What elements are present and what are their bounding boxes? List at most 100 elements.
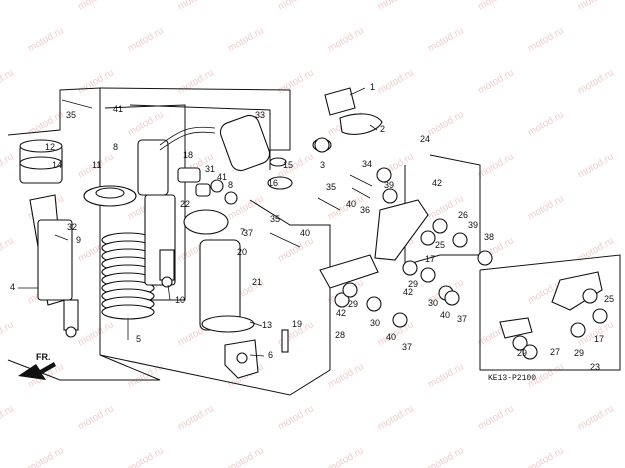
bushing bbox=[366, 296, 382, 312]
reservoir bbox=[219, 114, 293, 190]
callout-6: 6 bbox=[268, 350, 273, 360]
callout-32: 32 bbox=[67, 222, 77, 232]
callout-30: 30 bbox=[370, 318, 380, 328]
callout-28: 28 bbox=[335, 330, 345, 340]
bushing bbox=[392, 312, 408, 328]
bushing bbox=[342, 282, 358, 298]
watermark-text: motod.ru bbox=[26, 445, 66, 468]
callout-37: 37 bbox=[243, 228, 253, 238]
leader-line bbox=[249, 354, 265, 357]
bushing bbox=[432, 218, 448, 234]
callout-14: 14 bbox=[52, 160, 62, 170]
shock-spring bbox=[101, 232, 155, 320]
watermark-text: motod.ru bbox=[276, 403, 316, 432]
watermark-text: motod.ru bbox=[526, 109, 566, 138]
watermark-text: motod.ru bbox=[76, 403, 116, 432]
leader-line bbox=[54, 234, 69, 241]
watermark-text: motod.ru bbox=[376, 67, 416, 96]
callout-29: 29 bbox=[517, 348, 527, 358]
leader-line bbox=[369, 124, 378, 131]
callout-11: 11 bbox=[92, 160, 101, 170]
callout-5: 5 bbox=[136, 334, 141, 344]
bolts bbox=[61, 99, 373, 248]
watermark-text: motod.ru bbox=[326, 445, 366, 468]
spring-coil bbox=[101, 304, 155, 320]
watermark-text: motod.ru bbox=[476, 403, 516, 432]
assembly-frames bbox=[7, 87, 621, 396]
watermark-text: motod.ru bbox=[26, 25, 66, 54]
watermark-text: motod.ru bbox=[426, 25, 466, 54]
watermark-text: motod.ru bbox=[226, 445, 266, 468]
callout-15: 15 bbox=[283, 160, 293, 170]
watermark-text: motod.ru bbox=[576, 151, 616, 180]
callout-39: 39 bbox=[384, 180, 394, 190]
linkage-assembly bbox=[319, 199, 603, 339]
watermark-text: motod.ru bbox=[76, 0, 116, 13]
callout-37: 37 bbox=[457, 314, 467, 324]
callout-17: 17 bbox=[594, 334, 604, 344]
watermark-text: motod.ru bbox=[426, 445, 466, 468]
callout-42: 42 bbox=[336, 308, 346, 318]
bushing bbox=[512, 335, 528, 351]
callout-35: 35 bbox=[66, 110, 76, 120]
watermark-text: motod.ru bbox=[526, 193, 566, 222]
watermark-text: motod.ru bbox=[576, 235, 616, 264]
spring-seat bbox=[83, 185, 137, 207]
bushing bbox=[452, 232, 468, 248]
callout-10: 10 bbox=[175, 295, 185, 305]
callout-12: 12 bbox=[45, 142, 55, 152]
callout-23: 23 bbox=[590, 362, 600, 372]
callout-42: 42 bbox=[403, 287, 413, 297]
callout-17: 17 bbox=[425, 254, 435, 264]
watermark-text: motod.ru bbox=[76, 67, 116, 96]
callout-8: 8 bbox=[228, 180, 233, 190]
bushing bbox=[444, 290, 460, 306]
watermark-text: motod.ru bbox=[0, 151, 16, 180]
bushing bbox=[522, 344, 538, 360]
watermark-text: motod.ru bbox=[226, 25, 266, 54]
callout-18: 18 bbox=[183, 150, 193, 160]
callout-29: 29 bbox=[408, 279, 418, 289]
callout-22: 22 bbox=[180, 199, 190, 209]
watermark-text: motod.ru bbox=[126, 445, 166, 468]
diagram-code: KE13-P2100 bbox=[488, 374, 536, 383]
watermark-text: motod.ru bbox=[576, 0, 616, 13]
callout-9: 9 bbox=[76, 235, 81, 245]
callout-26: 26 bbox=[458, 210, 468, 220]
bushing bbox=[334, 292, 350, 308]
leader-line bbox=[349, 87, 366, 96]
watermark-text: motod.ru bbox=[0, 319, 16, 348]
watermark-text: motod.ru bbox=[526, 445, 566, 468]
callout-29: 29 bbox=[574, 348, 584, 358]
watermark-text: motod.ru bbox=[126, 361, 166, 390]
callout-40: 40 bbox=[300, 228, 310, 238]
watermark-text: motod.ru bbox=[476, 0, 516, 13]
callout-20: 20 bbox=[237, 247, 247, 257]
bushing bbox=[582, 288, 598, 304]
watermark-text: motod.ru bbox=[576, 67, 616, 96]
watermark-text: motod.ru bbox=[376, 0, 416, 13]
callout-3: 3 bbox=[320, 160, 325, 170]
callout-2: 2 bbox=[380, 124, 385, 134]
bushing bbox=[402, 260, 418, 276]
watermark-text: motod.ru bbox=[576, 403, 616, 432]
callout-16: 16 bbox=[268, 178, 278, 188]
callout-1: 1 bbox=[370, 82, 375, 92]
callout-30: 30 bbox=[428, 298, 438, 308]
bushing bbox=[376, 167, 392, 183]
bushing bbox=[592, 308, 608, 324]
watermark-text: motod.ru bbox=[176, 67, 216, 96]
direction-label: FR. bbox=[36, 352, 51, 362]
callout-24: 24 bbox=[420, 134, 430, 144]
callout-34: 34 bbox=[362, 159, 372, 169]
bushing bbox=[477, 250, 493, 266]
watermark-text: motod.ru bbox=[276, 235, 316, 264]
callout-33: 33 bbox=[255, 110, 265, 120]
callout-19: 19 bbox=[292, 319, 302, 329]
callout-40: 40 bbox=[440, 310, 450, 320]
callout-31: 31 bbox=[205, 164, 215, 174]
watermark-text: motod.ru bbox=[476, 151, 516, 180]
